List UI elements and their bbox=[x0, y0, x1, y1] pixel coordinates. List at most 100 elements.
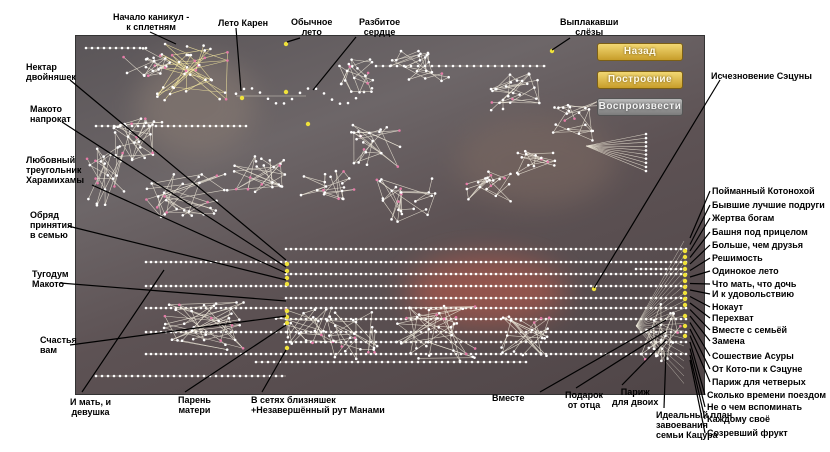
leader-line bbox=[59, 282, 287, 302]
route-node bbox=[116, 146, 119, 149]
route-node bbox=[609, 296, 613, 300]
route-node bbox=[509, 172, 512, 176]
route-node bbox=[149, 284, 153, 288]
route-node bbox=[254, 260, 258, 264]
route-node bbox=[629, 284, 633, 288]
route-node bbox=[429, 272, 433, 276]
route-node bbox=[434, 340, 438, 344]
route-node bbox=[204, 260, 208, 264]
route-node bbox=[363, 74, 367, 78]
route-node bbox=[379, 296, 383, 300]
route-node bbox=[514, 272, 518, 276]
route-edge bbox=[88, 163, 106, 200]
route-node bbox=[537, 101, 541, 105]
route-node bbox=[324, 352, 328, 356]
route-node bbox=[381, 199, 385, 202]
route-node bbox=[152, 120, 156, 123]
route-node bbox=[624, 317, 628, 321]
route-node bbox=[415, 69, 419, 73]
route-edge bbox=[143, 66, 167, 76]
route-node bbox=[659, 352, 663, 356]
route-node bbox=[374, 317, 378, 321]
route-node bbox=[399, 317, 403, 321]
route-node bbox=[439, 340, 443, 344]
route-node bbox=[95, 147, 99, 151]
route-node bbox=[629, 296, 633, 300]
route-edge bbox=[358, 149, 365, 163]
route-node bbox=[149, 260, 153, 264]
route-node bbox=[126, 46, 130, 50]
route-node bbox=[384, 340, 388, 344]
route-node bbox=[329, 296, 333, 300]
route-edge bbox=[585, 137, 647, 147]
route-edge bbox=[343, 171, 350, 179]
route-node bbox=[644, 272, 648, 276]
route-node bbox=[324, 340, 327, 344]
route-node bbox=[544, 284, 548, 288]
route-node bbox=[399, 260, 403, 264]
route-edge bbox=[339, 65, 352, 92]
route-node bbox=[262, 164, 266, 167]
route-node bbox=[569, 317, 573, 321]
route-node bbox=[144, 260, 148, 264]
route-node bbox=[103, 162, 107, 165]
route-node bbox=[394, 260, 398, 264]
route-node bbox=[584, 260, 588, 264]
route-edge bbox=[564, 107, 586, 121]
route-node bbox=[454, 296, 458, 300]
route-node bbox=[563, 119, 567, 122]
route-node bbox=[334, 306, 338, 310]
route-node bbox=[639, 296, 643, 300]
route-node bbox=[151, 123, 154, 126]
ending-label: Сошествие Асуры bbox=[712, 351, 794, 361]
route-node bbox=[517, 172, 520, 176]
route-node bbox=[238, 323, 242, 327]
route-node bbox=[169, 306, 173, 310]
route-node bbox=[286, 335, 290, 339]
route-map[interactable] bbox=[76, 36, 704, 394]
route-node bbox=[629, 340, 633, 344]
route-node bbox=[579, 284, 583, 288]
route-node bbox=[474, 330, 478, 334]
route-node bbox=[669, 340, 673, 344]
route-node bbox=[566, 103, 570, 107]
route-node bbox=[634, 260, 638, 264]
route-edge bbox=[235, 159, 284, 190]
route-node bbox=[143, 156, 146, 160]
route-node bbox=[354, 317, 358, 321]
route-node bbox=[299, 247, 303, 251]
route-node bbox=[364, 272, 368, 276]
route-node bbox=[561, 106, 565, 109]
route-node bbox=[604, 306, 608, 310]
route-node bbox=[324, 247, 328, 251]
route-edge bbox=[166, 174, 175, 213]
route-node bbox=[594, 330, 598, 334]
route-node bbox=[244, 306, 248, 310]
route-node bbox=[319, 296, 323, 300]
route-node bbox=[564, 296, 568, 300]
route-node bbox=[284, 340, 288, 344]
route-node bbox=[434, 284, 438, 288]
route-node bbox=[679, 340, 683, 344]
route-edge bbox=[335, 325, 357, 340]
route-node bbox=[113, 131, 117, 134]
route-node bbox=[319, 272, 323, 276]
route-node bbox=[159, 72, 162, 75]
route-node bbox=[314, 247, 318, 251]
route-node bbox=[212, 212, 216, 215]
route-node bbox=[304, 296, 308, 300]
route-node bbox=[440, 72, 444, 75]
route-node bbox=[514, 284, 518, 288]
route-node bbox=[144, 284, 148, 288]
route-node bbox=[150, 182, 153, 185]
route-node bbox=[354, 96, 358, 100]
ending-label: Сколько времени поездом bbox=[707, 390, 827, 400]
route-node bbox=[599, 317, 603, 321]
route-node bbox=[90, 46, 94, 50]
route-node bbox=[187, 53, 190, 57]
route-edge bbox=[391, 188, 401, 220]
route-node bbox=[423, 64, 427, 68]
route-node bbox=[268, 159, 272, 162]
route-edge bbox=[166, 189, 225, 201]
